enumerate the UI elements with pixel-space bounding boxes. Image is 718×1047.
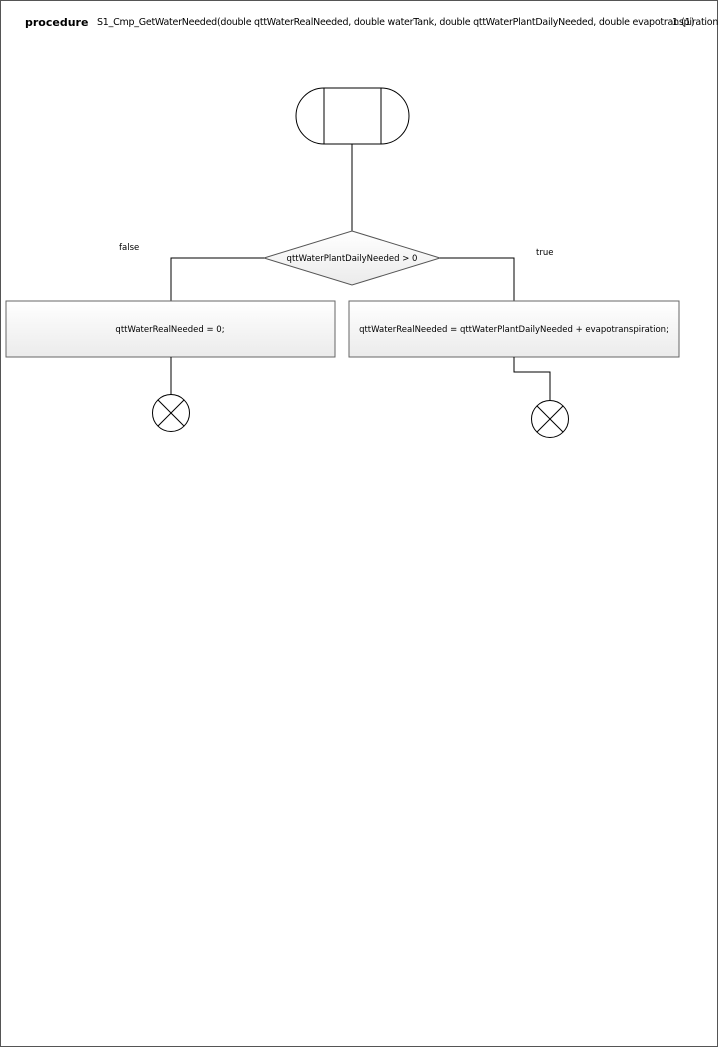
connector-false-branch xyxy=(170,257,264,301)
connector-true-branch xyxy=(440,257,515,301)
procedure-signature: S1_Cmp_GetWaterNeeded(double qttWaterRea… xyxy=(97,17,718,28)
false-branch-label: false xyxy=(119,243,139,253)
page-number: 1 (1) xyxy=(672,17,695,28)
end-symbol-false[interactable] xyxy=(152,394,190,432)
true-action-text: qttWaterRealNeeded = qttWaterPlantDailyN… xyxy=(359,325,669,335)
start-terminator[interactable] xyxy=(295,87,410,145)
true-action-box[interactable]: qttWaterRealNeeded = qttWaterPlantDailyN… xyxy=(348,300,680,358)
decision-diamond[interactable]: qttWaterPlantDailyNeeded > 0 xyxy=(262,230,442,286)
end-symbol-true[interactable] xyxy=(531,400,569,438)
false-action-box[interactable]: qttWaterRealNeeded = 0; xyxy=(5,300,336,358)
connector-true-end xyxy=(513,357,551,401)
decision-label: qttWaterPlantDailyNeeded > 0 xyxy=(287,254,418,264)
true-branch-label: true xyxy=(536,248,553,258)
false-action-text: qttWaterRealNeeded = 0; xyxy=(115,325,224,335)
header-keyword: procedure xyxy=(25,16,89,29)
